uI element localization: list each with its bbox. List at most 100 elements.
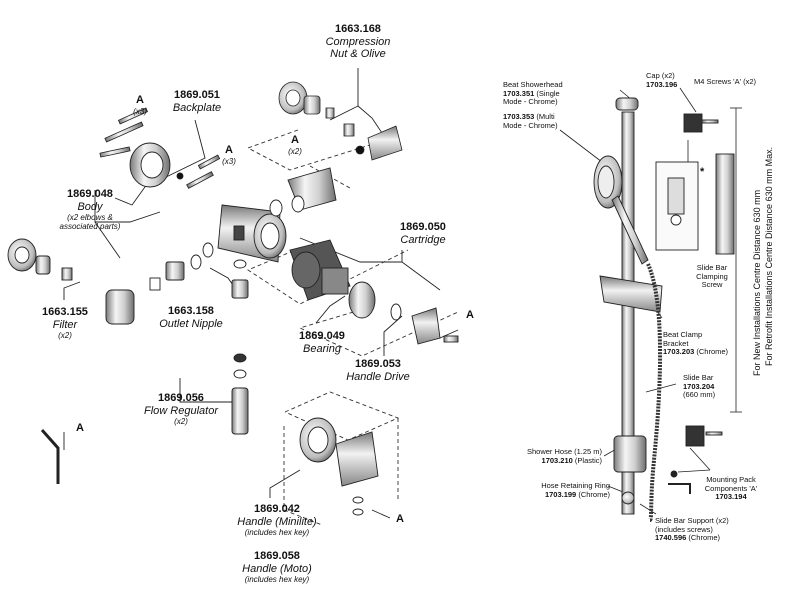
outlet-nipple-label: 1663.158 Outlet Nipple [148,305,234,330]
label-suffix: (Chrome) [686,533,721,543]
part-code: 1869.051 [174,89,220,101]
part-name: Handle (Moto) [242,562,312,575]
part-name: Handle (Minilite) [237,515,317,528]
mounting-pack-label: Mounting Pack Components 'A' 1703.194 [694,475,768,502]
part-code: 1703.204 [683,381,715,391]
compression-nut-olive-part [278,81,403,161]
dimension-retrofit-installations: For Retrofit Installations Centre Distan… [764,146,774,366]
part-note: (includes hex key) [244,528,310,538]
part-name: Flow Regulator [144,404,218,417]
part-code: 1663.158 [168,305,214,317]
part-name: Outlet Nipple [159,317,223,330]
part-code: 1869.058 [254,550,300,562]
label-line: 1703.351 (Single [503,88,563,99]
label-line: Slide Bar [683,373,714,382]
asterisk-mark: * [700,166,704,179]
part-code: 1869.049 [299,330,345,342]
label-suffix: (Plastic) [572,455,602,465]
filter-label: 1663.155 Filter (x2) [32,306,98,340]
callout-qty: (x3) [133,106,147,116]
screw-callout-a-x2: A (x2) [286,134,304,156]
callout-letter: A [225,144,233,156]
body-part [7,167,337,325]
backplate-part [129,142,184,188]
label-suffix: (Chrome) [694,347,729,357]
part-code: 1663.155 [42,306,88,318]
label-suffix: (Chrome) [576,489,610,499]
label-suffix: (Multi [534,111,555,121]
callout-letter: A [136,94,144,106]
outlet-nipple-part [231,259,249,299]
label-line: 1703.210 (Plastic) [508,455,602,466]
body-label: 1869.048 Body (x2 elbows & associated pa… [34,188,146,232]
label-line: Mounting Pack [706,475,756,484]
part-name: Filter [52,318,78,331]
part-code: 1869.042 [254,503,300,515]
label-line: Shower Hose (1.25 m) [526,447,602,456]
label-line: 1703.203 (Chrome) [663,347,729,357]
backplate-screws [99,107,221,189]
label-line: Cap (x2) [646,71,675,80]
callout-letter: A [396,513,404,525]
part-code: 1703.351 [503,88,535,98]
leader-lines-left [63,68,459,519]
showerhead-part [593,155,649,265]
label-line: Slide Bar Support (x2) [655,516,729,525]
dimension-new-installations: For New Installations Centre Distance 63… [752,189,762,376]
part-code: 1703.194 [715,492,747,502]
handle-drive-part [411,307,459,345]
part-qty: (x2) [58,331,72,341]
label-line: (includes screws) [655,524,713,534]
handle-drive-label: 1869.053 Handle Drive [336,358,420,383]
label-line: 1740.596 (Chrome) [655,533,729,543]
shower-hose-label: Shower Hose (1.25 m) 1703.210 (Plastic) [508,447,602,466]
slide-bar-support-label: Slide Bar Support (x2) (includes screws)… [655,516,729,543]
label-line: Mode - Chrome) [503,120,558,130]
callout-qty: (x3) [222,156,236,166]
part-code: 1703.203 [663,347,695,357]
handle-screw-callout: A [396,513,404,526]
backplate-label: 1869.051 Backplate [162,89,232,114]
label-line: Clamping [696,271,728,281]
part-code: 1869.056 [158,392,204,404]
callout-qty: (x2) [288,146,302,156]
handle-moto-label: 1869.058 Handle (Moto) (includes hex key… [226,550,328,584]
label-line: Mode - Chrome) [503,97,558,107]
label-line: Slide Bar [696,263,728,272]
slide-bar-clamp-inset [655,153,735,255]
beat-clamp-bracket-part [599,275,663,313]
beat-clamp-label: Beat Clamp Bracket 1703.203 (Chrome) [663,330,729,357]
flow-regulator-part [231,353,249,435]
label-line: Beat Clamp [663,330,703,339]
label-line: (660 mm) [683,390,716,400]
label-line: Components 'A' [704,483,758,493]
screw-callout-a-x3-top: A (x3) [132,94,148,116]
hex-key-part [40,429,60,484]
hose-retaining-ring-label: Hose Retaining Ring 1703.199 (Chrome) [528,481,610,499]
part-code: 1869.050 [400,221,446,233]
part-code: 1703.196 [646,79,678,89]
part-code: 1869.048 [67,188,113,200]
part-name: Bearing [303,342,341,355]
callout-letter: A [466,309,474,321]
part-qty: (x2) [174,417,188,427]
flow-regulator-label: 1869.056 Flow Regulator (x2) [136,392,226,426]
part-name: Handle Drive [346,370,410,383]
bearing-part [348,281,402,321]
clamp-screw-label: Slide Bar Clamping Screw [684,263,740,290]
part-name: Cartridge [400,233,446,246]
part-code: 1663.168 [335,23,381,35]
part-name: Backplate [172,101,222,114]
cartridge-part [289,239,351,301]
asterisk: * [700,166,705,178]
label-line: Beat Showerhead [503,80,563,89]
part-name: Body [77,200,103,213]
label-suffix: (Single [534,88,560,98]
cartridge-label: 1869.050 Cartridge [388,221,458,246]
callout-letter: A [76,422,84,434]
label-line: Screw [701,280,723,290]
part-name: Nut & Olive [330,48,386,61]
m4-screws-label: M4 Screws 'A' (x2) [694,77,756,87]
cartridge-screw-callout: A [466,309,474,322]
